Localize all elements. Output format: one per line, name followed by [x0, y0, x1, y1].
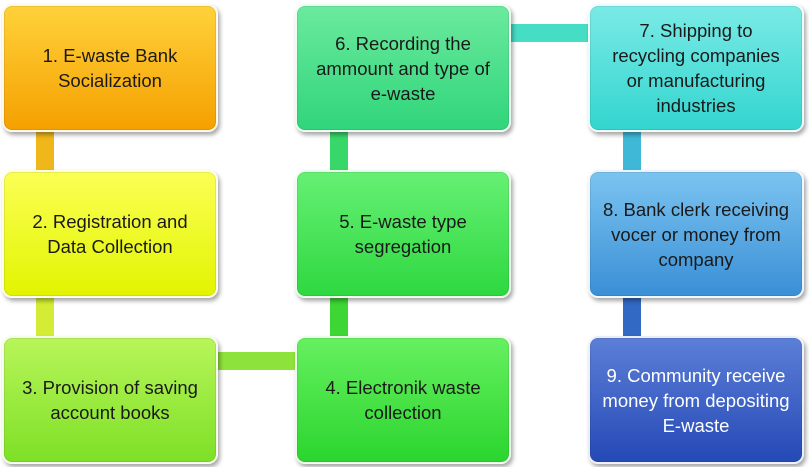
step-6-box: 6. Recording the ammount and type of e-w…	[295, 4, 511, 132]
connector-7-8	[623, 130, 641, 172]
step-3-box: 3. Provision of saving account books	[2, 336, 218, 464]
step-9-box: 9. Community receive money from depositi…	[588, 336, 804, 464]
connector-6-7	[510, 24, 592, 42]
step-7-label: 7. Shipping to recycling companies or ma…	[612, 20, 780, 116]
step-7-box: 7. Shipping to recycling companies or ma…	[588, 4, 804, 132]
step-8-box: 8. Bank clerk receiving vocer or money f…	[588, 170, 804, 298]
connector-2-3	[36, 296, 54, 338]
connector-1-2	[36, 130, 54, 172]
step-2-box: 2. Registration and Data Collection	[2, 170, 218, 298]
connector-8-9	[623, 296, 641, 338]
connector-5-6	[330, 130, 348, 172]
step-1-label: 1. E-waste Bank Socialization	[42, 45, 178, 91]
step-5-label: 5. E-waste type segregation	[339, 211, 467, 257]
step-9-label: 9. Community receive money from depositi…	[602, 364, 790, 436]
step-5-box: 5. E-waste type segregation	[295, 170, 511, 298]
step-3-label: 3. Provision of saving account books	[22, 377, 198, 423]
step-4-box: 4. Electronik waste collection	[295, 336, 511, 464]
connector-3-4	[216, 352, 298, 370]
connector-4-5	[330, 296, 348, 338]
step-1-box: 1. E-waste Bank Socialization	[2, 4, 218, 132]
step-2-label: 2. Registration and Data Collection	[32, 211, 188, 257]
step-4-label: 4. Electronik waste collection	[325, 377, 481, 423]
step-8-label: 8. Bank clerk receiving vocer or money f…	[602, 198, 790, 270]
step-6-label: 6. Recording the ammount and type of e-w…	[316, 32, 490, 104]
